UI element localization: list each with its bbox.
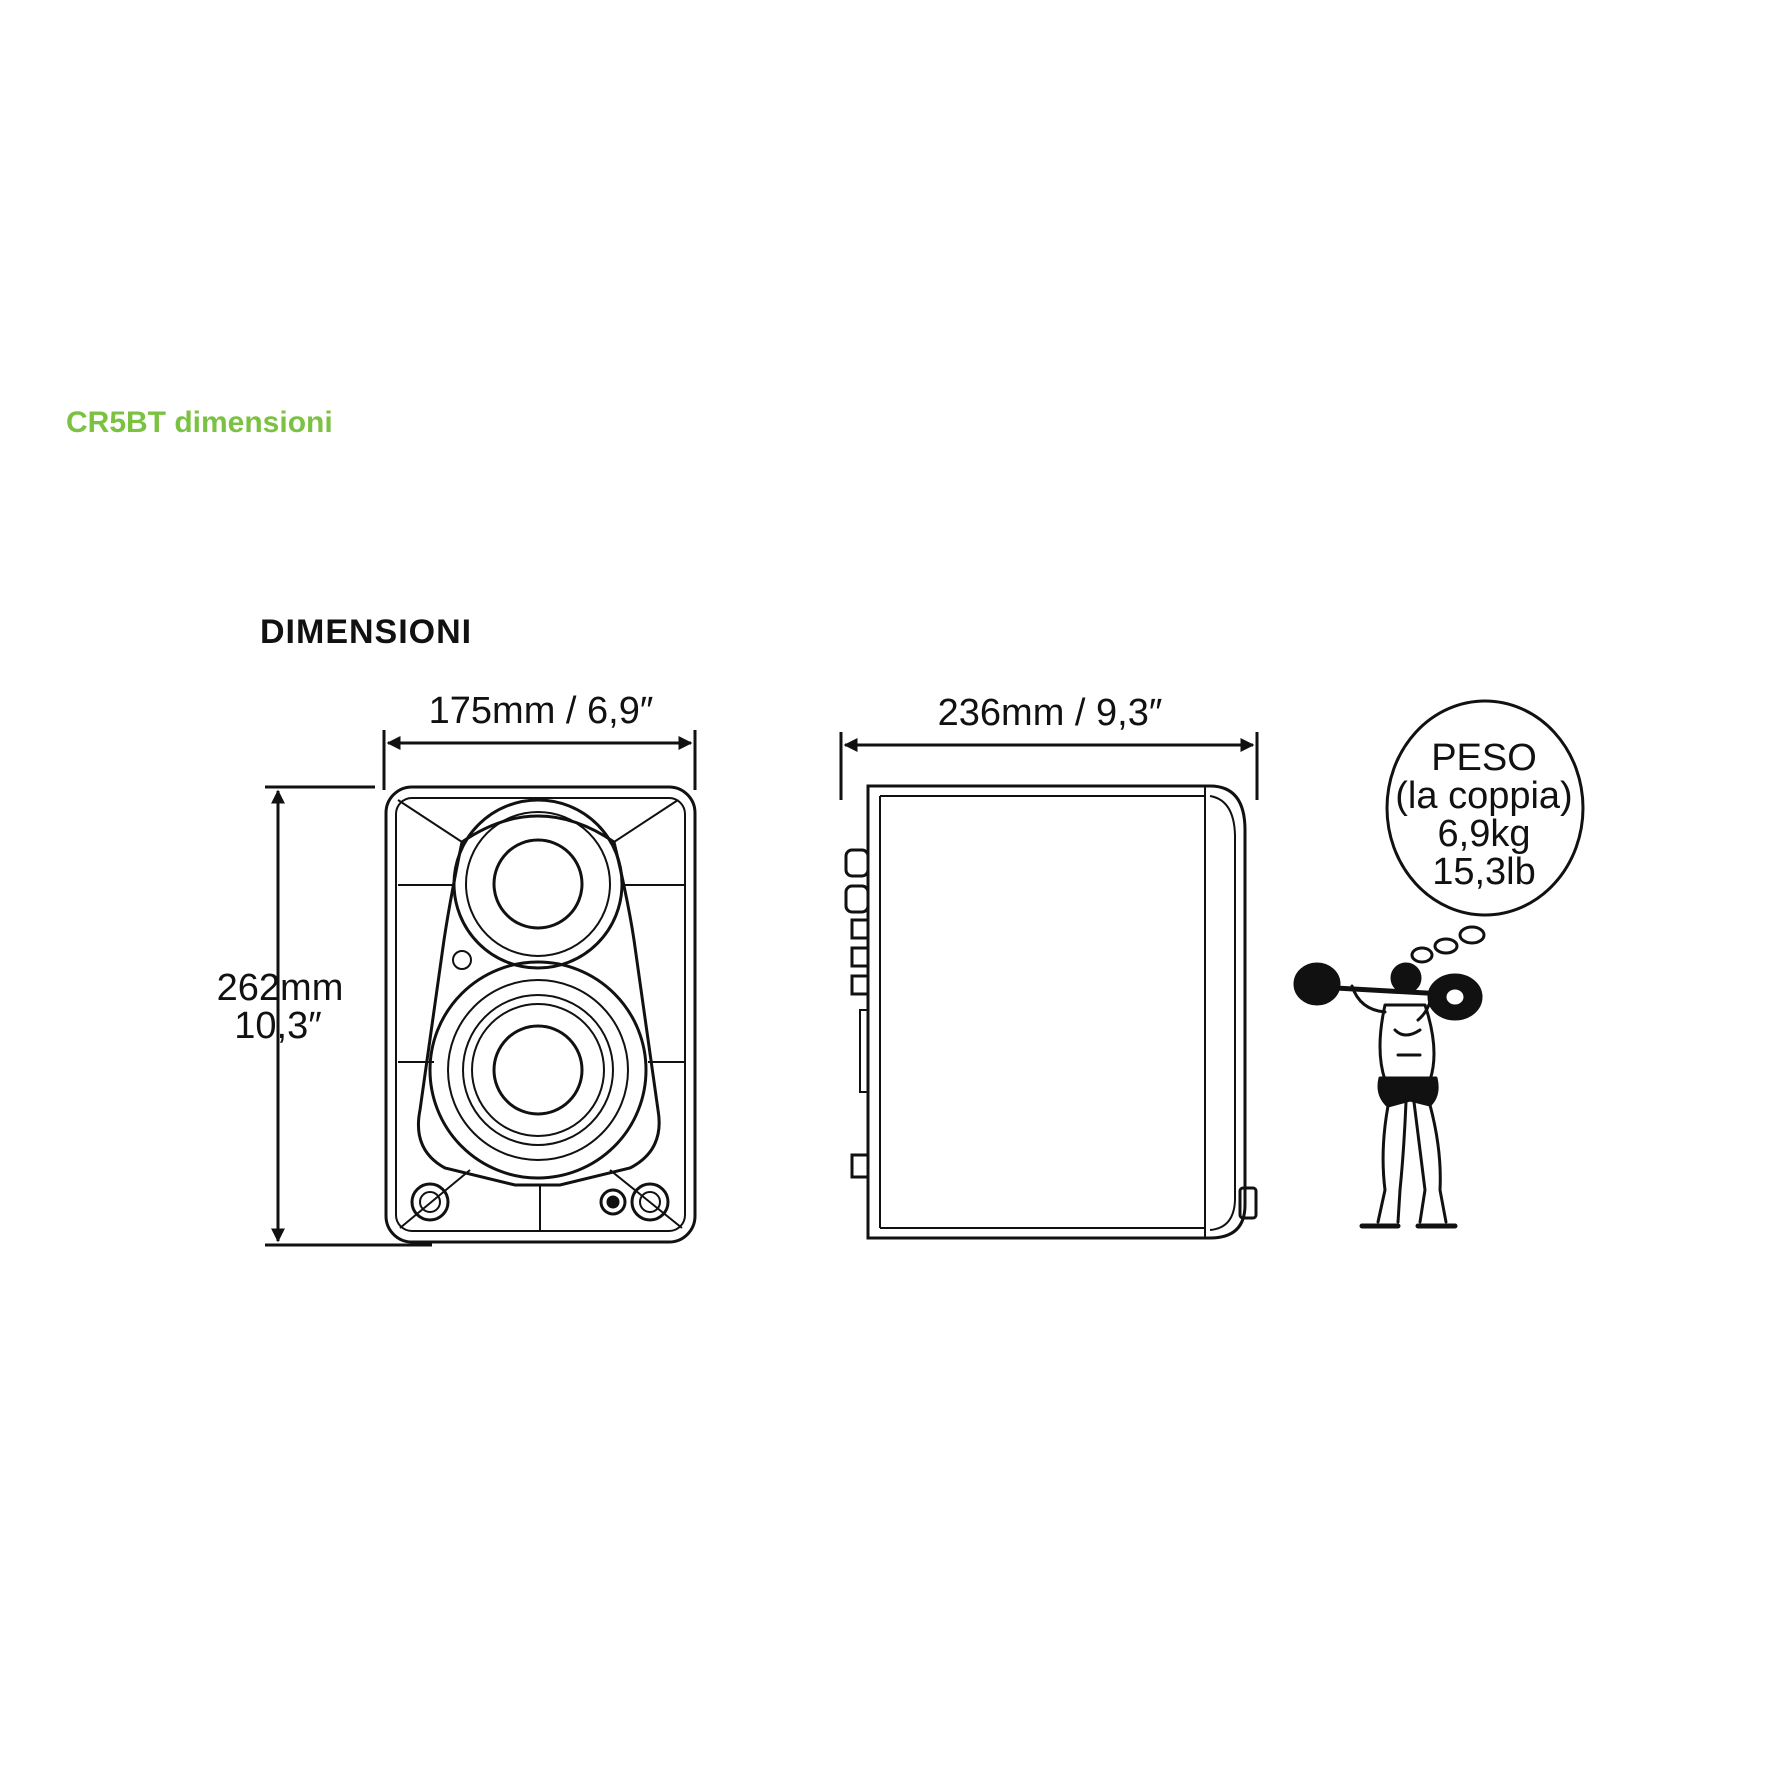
back-connector — [844, 884, 870, 914]
front-width-label: 175mm / 6,9″ — [429, 690, 654, 732]
strongman-trunks — [1377, 1076, 1439, 1108]
thought-dot — [1410, 946, 1434, 964]
back-connector — [850, 974, 870, 996]
weight-title: PESO — [1431, 737, 1537, 779]
strongman-head — [1390, 962, 1422, 994]
side-depth-label: 236mm / 9,3″ — [938, 692, 1163, 734]
back-connector — [844, 848, 870, 878]
left-knob — [410, 1182, 450, 1222]
weight-kg: 6,9kg — [1438, 813, 1531, 855]
right-knob — [630, 1182, 670, 1222]
logo-mark — [452, 950, 472, 970]
back-connector — [850, 1153, 870, 1179]
weight-lb: 15,3lb — [1432, 851, 1536, 893]
back-connector — [850, 918, 870, 940]
input-jack — [599, 1188, 627, 1216]
front-height-in-label: 10,3″ — [234, 1005, 321, 1047]
section-heading: DIMENSIONI — [260, 613, 472, 651]
tweeter-dome — [492, 838, 584, 930]
thought-dot — [1433, 937, 1459, 955]
side-view — [839, 732, 1259, 1240]
back-port — [859, 1009, 869, 1093]
woofer-dustcap — [492, 1024, 584, 1116]
weight-thought-bubble — [1385, 699, 1585, 964]
front-view — [265, 730, 697, 1247]
strongman-illustration — [1293, 962, 1483, 1229]
woofer-surround — [428, 960, 648, 1180]
barbell-left-weight — [1293, 962, 1341, 1006]
weight-note: (la coppia) — [1395, 775, 1572, 817]
tweeter-outer — [452, 798, 624, 970]
front-height-mm-label: 262mm — [217, 967, 344, 1009]
front-cabinet — [384, 785, 697, 1244]
back-connector — [850, 946, 870, 968]
side-knob — [1238, 1186, 1258, 1220]
thought-dot — [1458, 925, 1486, 945]
page-title: CR5BT dimensioni — [66, 406, 333, 439]
side-cabinet — [866, 784, 1247, 1240]
